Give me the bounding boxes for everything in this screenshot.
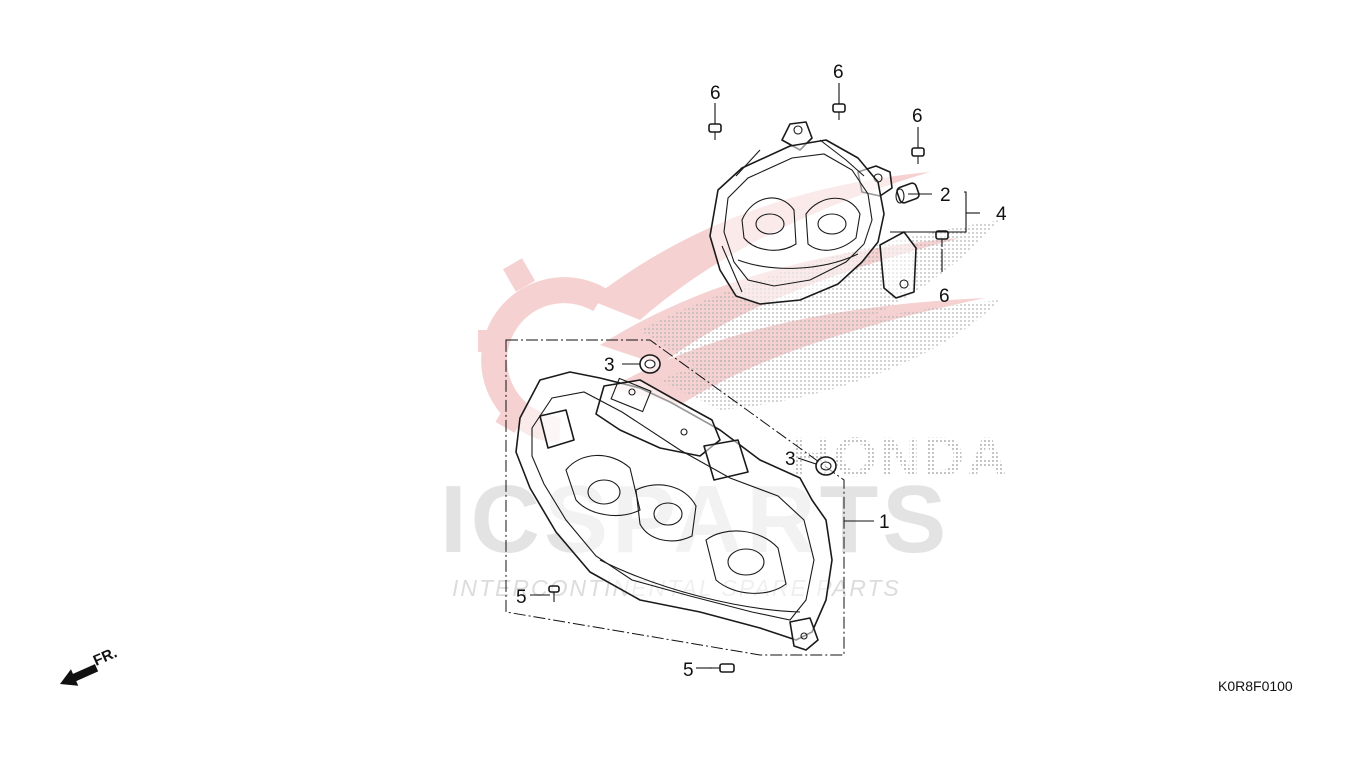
screw-6-b: [832, 103, 846, 120]
upper-housing: [709, 121, 917, 305]
direction-label: FR.: [91, 644, 120, 669]
grommet-3-b: [815, 456, 837, 476]
callout-6-a: 6: [710, 83, 721, 104]
callout-4: 4: [996, 204, 1007, 225]
front-direction-arrow: FR.: [60, 644, 120, 686]
diagram-code: K0R8F0100: [1218, 678, 1293, 694]
screw-5-a: [548, 585, 560, 602]
callout-1: 1: [879, 512, 890, 533]
small-parts: [548, 103, 949, 673]
lower-housing: [505, 339, 845, 656]
callout-5-a: 5: [516, 587, 527, 608]
screw-6-c: [911, 147, 925, 164]
callouts: 6 6 6 6 2 4 3 3 1 5 5: [516, 62, 1007, 681]
screw-5-b: [710, 663, 735, 673]
grommet-3-a: [639, 354, 661, 374]
callout-3-b: 3: [785, 449, 796, 470]
callout-6-b: 6: [833, 62, 844, 83]
callout-6-d: 6: [939, 286, 950, 307]
grommet-2: [895, 182, 920, 204]
arrow-icon: [60, 664, 99, 686]
callout-6-c: 6: [912, 106, 923, 127]
callout-2: 2: [940, 185, 951, 206]
leader-lines: [530, 83, 980, 669]
screw-6-a: [708, 123, 722, 140]
callout-5-b: 5: [683, 660, 694, 681]
screw-6-d: [935, 230, 949, 247]
callout-3-a: 3: [604, 355, 615, 376]
